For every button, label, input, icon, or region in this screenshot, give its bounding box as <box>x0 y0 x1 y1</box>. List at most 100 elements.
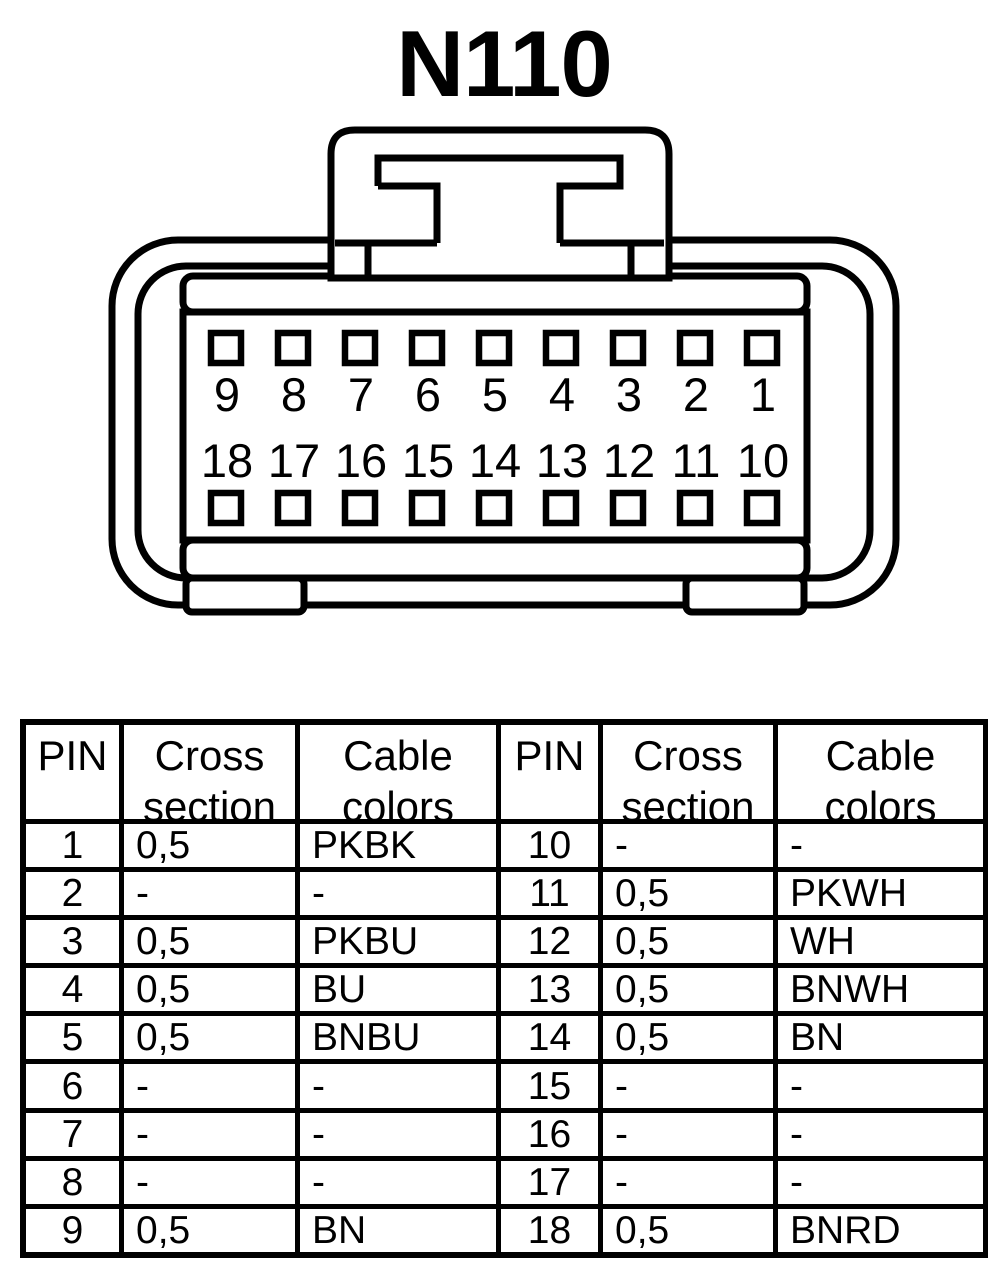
pin-numbers-top-row: 9 8 7 6 5 4 3 2 1 <box>214 368 776 421</box>
pin-square <box>542 329 580 367</box>
connector-diagram: 9 8 7 6 5 4 3 2 1 18 17 16 15 14 13 12 1… <box>108 126 900 616</box>
pin-number: 3 <box>616 368 642 421</box>
cable-color-cell: - <box>300 872 496 916</box>
pin-number: 6 <box>415 368 441 421</box>
pin-square <box>743 329 781 367</box>
right-foot <box>682 574 808 616</box>
header-cable-colors-left: Cable colors <box>300 725 496 819</box>
pin-numbers-bottom-row: 18 17 16 15 14 13 12 11 10 <box>201 434 789 487</box>
pin-number: 18 <box>201 434 253 487</box>
pin-square <box>408 329 446 367</box>
cross-section-cell: 0,5 <box>603 920 773 964</box>
pin-square <box>609 489 647 527</box>
latch-tab <box>327 126 673 282</box>
cross-section-cell: - <box>603 1112 773 1156</box>
header-cable-colors-right: Cable colors <box>778 725 983 819</box>
pin-square <box>207 329 245 367</box>
cross-section-cell: - <box>124 1160 295 1204</box>
bottom-collar-band <box>179 536 811 582</box>
pin-squares-bottom-row <box>207 489 781 527</box>
pin-number: 8 <box>281 368 307 421</box>
pin-number: 2 <box>683 368 709 421</box>
cable-color-cell: WH <box>778 920 983 964</box>
cable-color-cell: - <box>300 1064 496 1108</box>
cross-section-cell: 0,5 <box>124 920 295 964</box>
pin-cell: 13 <box>501 968 598 1012</box>
pin-cell: 11 <box>501 872 598 916</box>
pin-cell: 16 <box>501 1112 598 1156</box>
cross-section-cell: - <box>124 1064 295 1108</box>
cross-section-cell: - <box>603 1160 773 1204</box>
pin-square <box>743 489 781 527</box>
pin-square <box>207 489 245 527</box>
cross-section-cell: 0,5 <box>603 1016 773 1060</box>
cable-color-cell: BN <box>778 1016 983 1060</box>
pin-cell: 15 <box>501 1064 598 1108</box>
pin-number: 16 <box>335 434 387 487</box>
pin-square <box>341 329 379 367</box>
pin-cell: 7 <box>26 1112 119 1156</box>
cable-color-cell: - <box>300 1112 496 1156</box>
pin-square <box>341 489 379 527</box>
header-cross-section-right: Cross section <box>603 725 773 819</box>
pin-square <box>408 489 446 527</box>
latch-t-profile <box>374 154 624 243</box>
cross-section-cell: 0,5 <box>124 824 295 868</box>
pin-square <box>475 329 513 367</box>
pin-square <box>274 489 312 527</box>
cross-section-cell: 0,5 <box>603 1208 773 1252</box>
pin-number: 10 <box>737 434 789 487</box>
pin-cell: 9 <box>26 1208 119 1252</box>
pin-cell: 8 <box>26 1160 119 1204</box>
pin-cell: 1 <box>26 824 119 868</box>
pin-cell: 4 <box>26 968 119 1012</box>
pin-square <box>609 329 647 367</box>
pin-assignment-table: PIN Cross section Cable colors PIN Cross… <box>20 719 988 1258</box>
pin-number: 11 <box>672 434 721 487</box>
cross-section-cell: 0,5 <box>603 872 773 916</box>
cable-color-cell: - <box>778 1064 983 1108</box>
pin-square <box>542 489 580 527</box>
cable-color-cell: BNRD <box>778 1208 983 1252</box>
pin-square <box>676 329 714 367</box>
cable-color-cell: PKBU <box>300 920 496 964</box>
pin-cell: 2 <box>26 872 119 916</box>
header-cross-section-left: Cross section <box>124 725 295 819</box>
latch-subwalls <box>364 243 635 278</box>
cable-color-cell: BN <box>300 1208 496 1252</box>
pin-square <box>274 329 312 367</box>
pin-cell: 14 <box>501 1016 598 1060</box>
header-pin-right: PIN <box>501 725 598 819</box>
pin-cell: 6 <box>26 1064 119 1108</box>
pin-cell: 10 <box>501 824 598 868</box>
pin-number: 15 <box>402 434 454 487</box>
cross-section-cell: - <box>124 1112 295 1156</box>
cable-color-cell: - <box>778 1160 983 1204</box>
pin-number: 9 <box>214 368 240 421</box>
cable-color-cell: BNBU <box>300 1016 496 1060</box>
pin-number: 12 <box>603 434 655 487</box>
pin-cell: 5 <box>26 1016 119 1060</box>
cable-color-cell: BNWH <box>778 968 983 1012</box>
cross-section-cell: 0,5 <box>124 1208 295 1252</box>
cross-section-cell: 0,5 <box>124 1016 295 1060</box>
cross-section-cell: - <box>603 824 773 868</box>
pin-number: 7 <box>348 368 374 421</box>
pin-number: 13 <box>536 434 588 487</box>
cable-color-cell: - <box>778 1112 983 1156</box>
pin-cell: 12 <box>501 920 598 964</box>
pin-number: 5 <box>482 368 508 421</box>
left-foot <box>182 574 308 616</box>
pin-number: 14 <box>469 434 521 487</box>
pin-cell: 17 <box>501 1160 598 1204</box>
header-pin-left: PIN <box>26 725 119 819</box>
cable-color-cell: BU <box>300 968 496 1012</box>
pin-number: 1 <box>750 368 776 421</box>
pin-squares-top-row <box>207 329 781 367</box>
cross-section-cell: - <box>603 1064 773 1108</box>
pin-number: 4 <box>549 368 575 421</box>
pin-square <box>475 489 513 527</box>
cross-section-cell: 0,5 <box>124 968 295 1012</box>
cross-section-cell: - <box>124 872 295 916</box>
cable-color-cell: PKWH <box>778 872 983 916</box>
